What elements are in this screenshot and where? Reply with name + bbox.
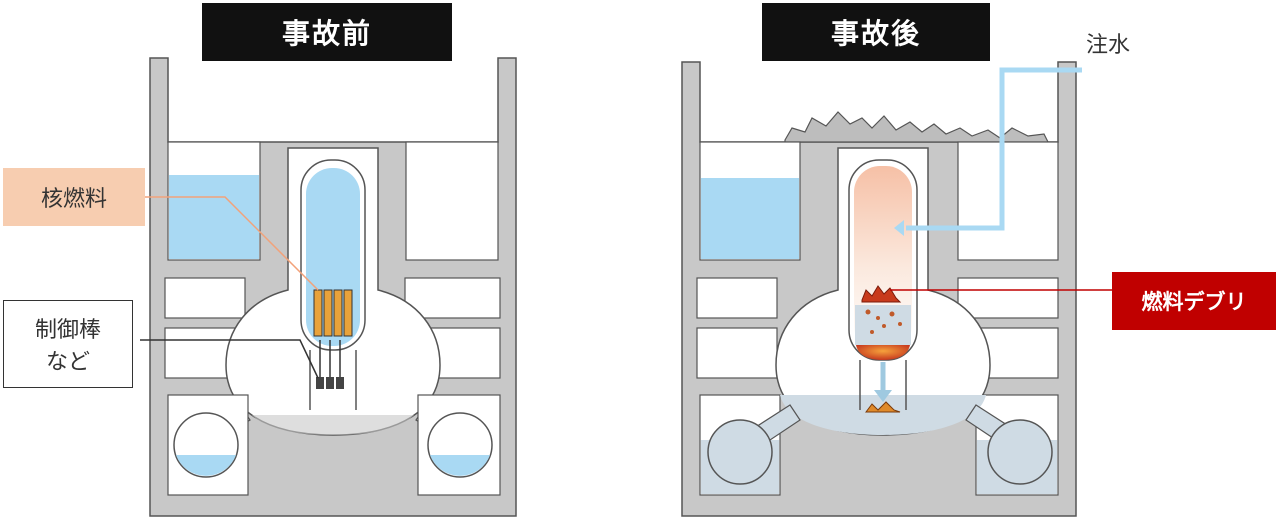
nuclear-fuel-text: 核燃料 (40, 187, 107, 212)
control-rods-label: 制御棒 など (3, 300, 133, 388)
control-rods-text-2: など (45, 350, 90, 375)
fuel-debris-text: 燃料デブリ (1141, 290, 1247, 314)
control-rods (316, 340, 344, 389)
title-before-text: 事故前 (281, 17, 372, 50)
title-after: 事故後 (762, 3, 990, 61)
reactor-building-before (140, 57, 517, 517)
title-after-text: 事故後 (830, 17, 921, 50)
fuel-debris-label: 燃料デブリ (1112, 272, 1276, 330)
rubble-icon (784, 111, 1049, 143)
fuel-leader-line (145, 196, 319, 291)
control-rods-text-1: 制御棒 (34, 318, 101, 343)
rod-leader-line (140, 339, 319, 379)
nuclear-fuel-label: 核燃料 (3, 168, 145, 226)
melted-fuel (856, 345, 910, 360)
water-injection-text: 注水 (1086, 33, 1131, 58)
title-before: 事故前 (202, 3, 452, 61)
water-pipe-icon (906, 67, 1082, 231)
reactor-building-after (681, 61, 1112, 517)
water-injection-label: 注水 (1086, 26, 1146, 60)
